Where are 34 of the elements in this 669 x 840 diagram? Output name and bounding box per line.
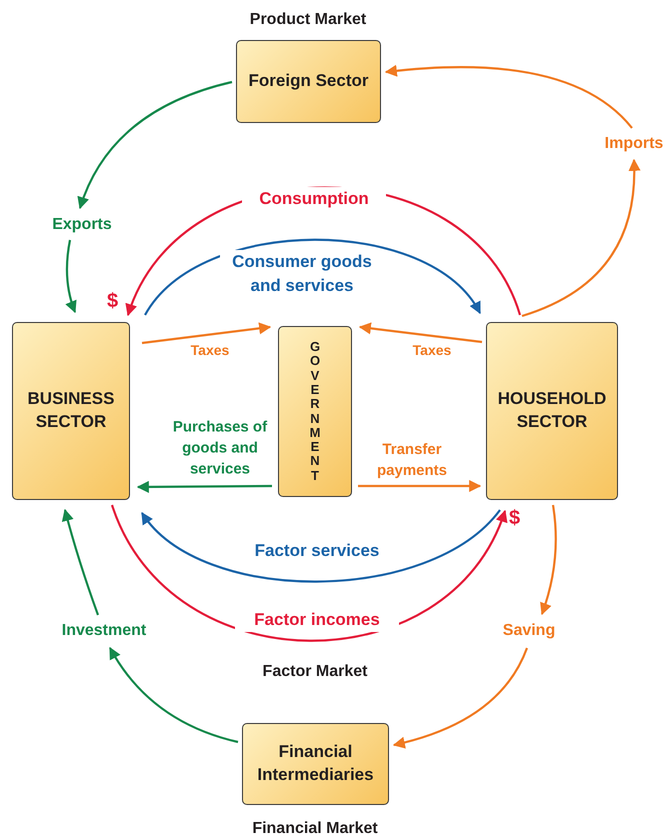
- arrow: [109, 646, 238, 744]
- arrow: [358, 480, 482, 492]
- market-label: Factor Market: [262, 663, 368, 681]
- arrow: [142, 322, 272, 344]
- sector-box: [236, 40, 381, 123]
- arrow: [144, 238, 481, 316]
- money-sign: $: [509, 507, 520, 530]
- sector-name: HOUSEHOLD SECTOR: [496, 388, 608, 433]
- sector-name: Foreign Sector: [248, 70, 368, 92]
- arrow: [522, 158, 640, 318]
- arrow: [384, 64, 633, 129]
- sector-box: [12, 322, 130, 500]
- arrow: [78, 80, 232, 210]
- sector-box: [242, 723, 389, 805]
- money-sign: $: [107, 290, 118, 313]
- flow-label: Saving: [494, 619, 564, 643]
- arrow: [540, 504, 557, 616]
- arrow: [141, 509, 501, 583]
- arrow: [358, 322, 482, 344]
- arrow: [136, 480, 272, 493]
- arrow: [392, 648, 528, 748]
- arrow: [66, 240, 77, 314]
- flow-label: Investment: [52, 619, 156, 643]
- sector-name: BUSINESS SECTOR: [26, 388, 116, 433]
- sector-box: [278, 326, 352, 497]
- flow-label: Exports: [42, 213, 122, 237]
- sector-name: Financial Intermediaries: [256, 741, 375, 786]
- arrow: [62, 508, 100, 616]
- sector-name: GOVERNMENT: [308, 340, 322, 483]
- flow-label: Imports: [598, 132, 669, 156]
- arrow: [111, 504, 506, 642]
- sector-box: [486, 322, 618, 500]
- market-label: Product Market: [250, 11, 366, 29]
- market-label: Financial Market: [252, 820, 378, 838]
